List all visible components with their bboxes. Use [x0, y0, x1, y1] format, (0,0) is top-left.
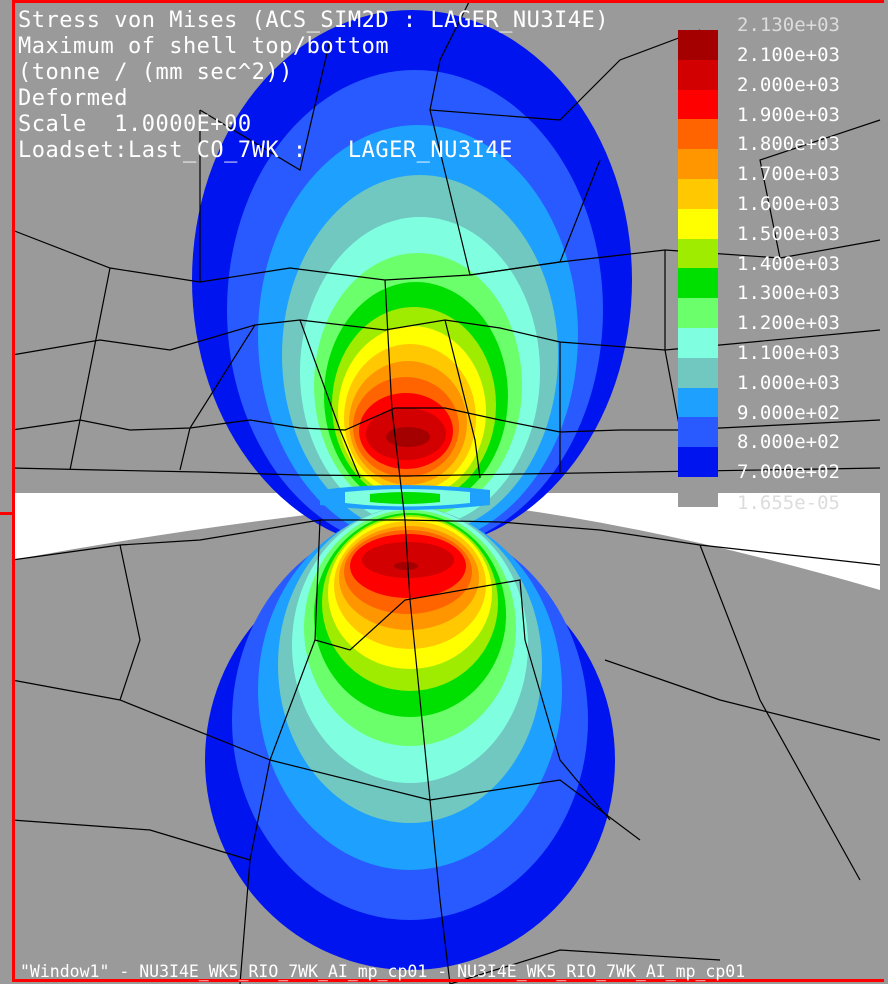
mesh-lines [11, 0, 881, 984]
header-line-6: Loadset:Last_CO_7WK : LAGER_NU3I4E [18, 138, 513, 163]
legend-swatch [678, 327, 718, 358]
legend-label: 1.800e+03 [737, 133, 840, 156]
legend-label: 8.000e+02 [737, 431, 840, 454]
legend-swatch [678, 59, 718, 90]
legend-swatch [678, 208, 718, 239]
header-line-4: Deformed [18, 86, 128, 111]
legend-swatch [678, 149, 718, 179]
window-caption: "Window1" - NU3I4E_WK5_RIO_7WK_AI_mp_cp0… [20, 962, 746, 981]
legend-swatch [678, 447, 718, 477]
legend-swatch [678, 357, 718, 388]
legend-swatch [678, 119, 718, 150]
contact-neck [320, 485, 490, 510]
legend-label: 1.100e+03 [737, 342, 840, 364]
legend-label: 2.100e+03 [737, 44, 840, 66]
contact-gap [12, 493, 880, 590]
legend-swatch [678, 268, 718, 299]
header-line-3: (tonne / (mm sec^2)) [18, 60, 293, 85]
legend-swatch [678, 178, 718, 209]
legend-label: 1.300e+03 [737, 282, 840, 305]
legend-label: 9.000e+02 [737, 401, 840, 424]
legend-swatch [678, 298, 718, 328]
legend-label: 1.700e+03 [737, 163, 840, 186]
color-legend [678, 30, 718, 507]
legend-label: 1.200e+03 [737, 312, 840, 335]
legend-label: 1.900e+03 [737, 103, 840, 126]
header-line-1: Stress von Mises (ACS_SIM2D : LAGER_NU3I… [18, 8, 610, 33]
legend-label: 1.600e+03 [737, 193, 840, 215]
legend-max-label: 2.130e+03 [737, 14, 840, 36]
header-line-5: Scale 1.0000E+00 [18, 112, 252, 137]
lower-stress-lobe [205, 507, 615, 970]
legend-min-label: 1.655e-05 [737, 492, 840, 514]
legend-swatch [678, 238, 718, 269]
legend-label: 1.000e+03 [737, 371, 840, 394]
legend-swatch [678, 387, 718, 418]
legend-label: 7.000e+02 [737, 461, 840, 484]
legend-swatch [678, 89, 718, 120]
legend-swatch [678, 417, 718, 448]
legend-label: 1.500e+03 [737, 222, 840, 245]
legend-swatch [678, 30, 718, 60]
legend-label: 2.000e+03 [737, 73, 840, 96]
frame-marker [0, 512, 14, 515]
upper-stress-lobe [192, 10, 632, 550]
header-line-2: Maximum of shell top/bottom [18, 34, 390, 59]
legend-swatch [678, 476, 718, 507]
legend-label: 1.400e+03 [737, 252, 840, 275]
